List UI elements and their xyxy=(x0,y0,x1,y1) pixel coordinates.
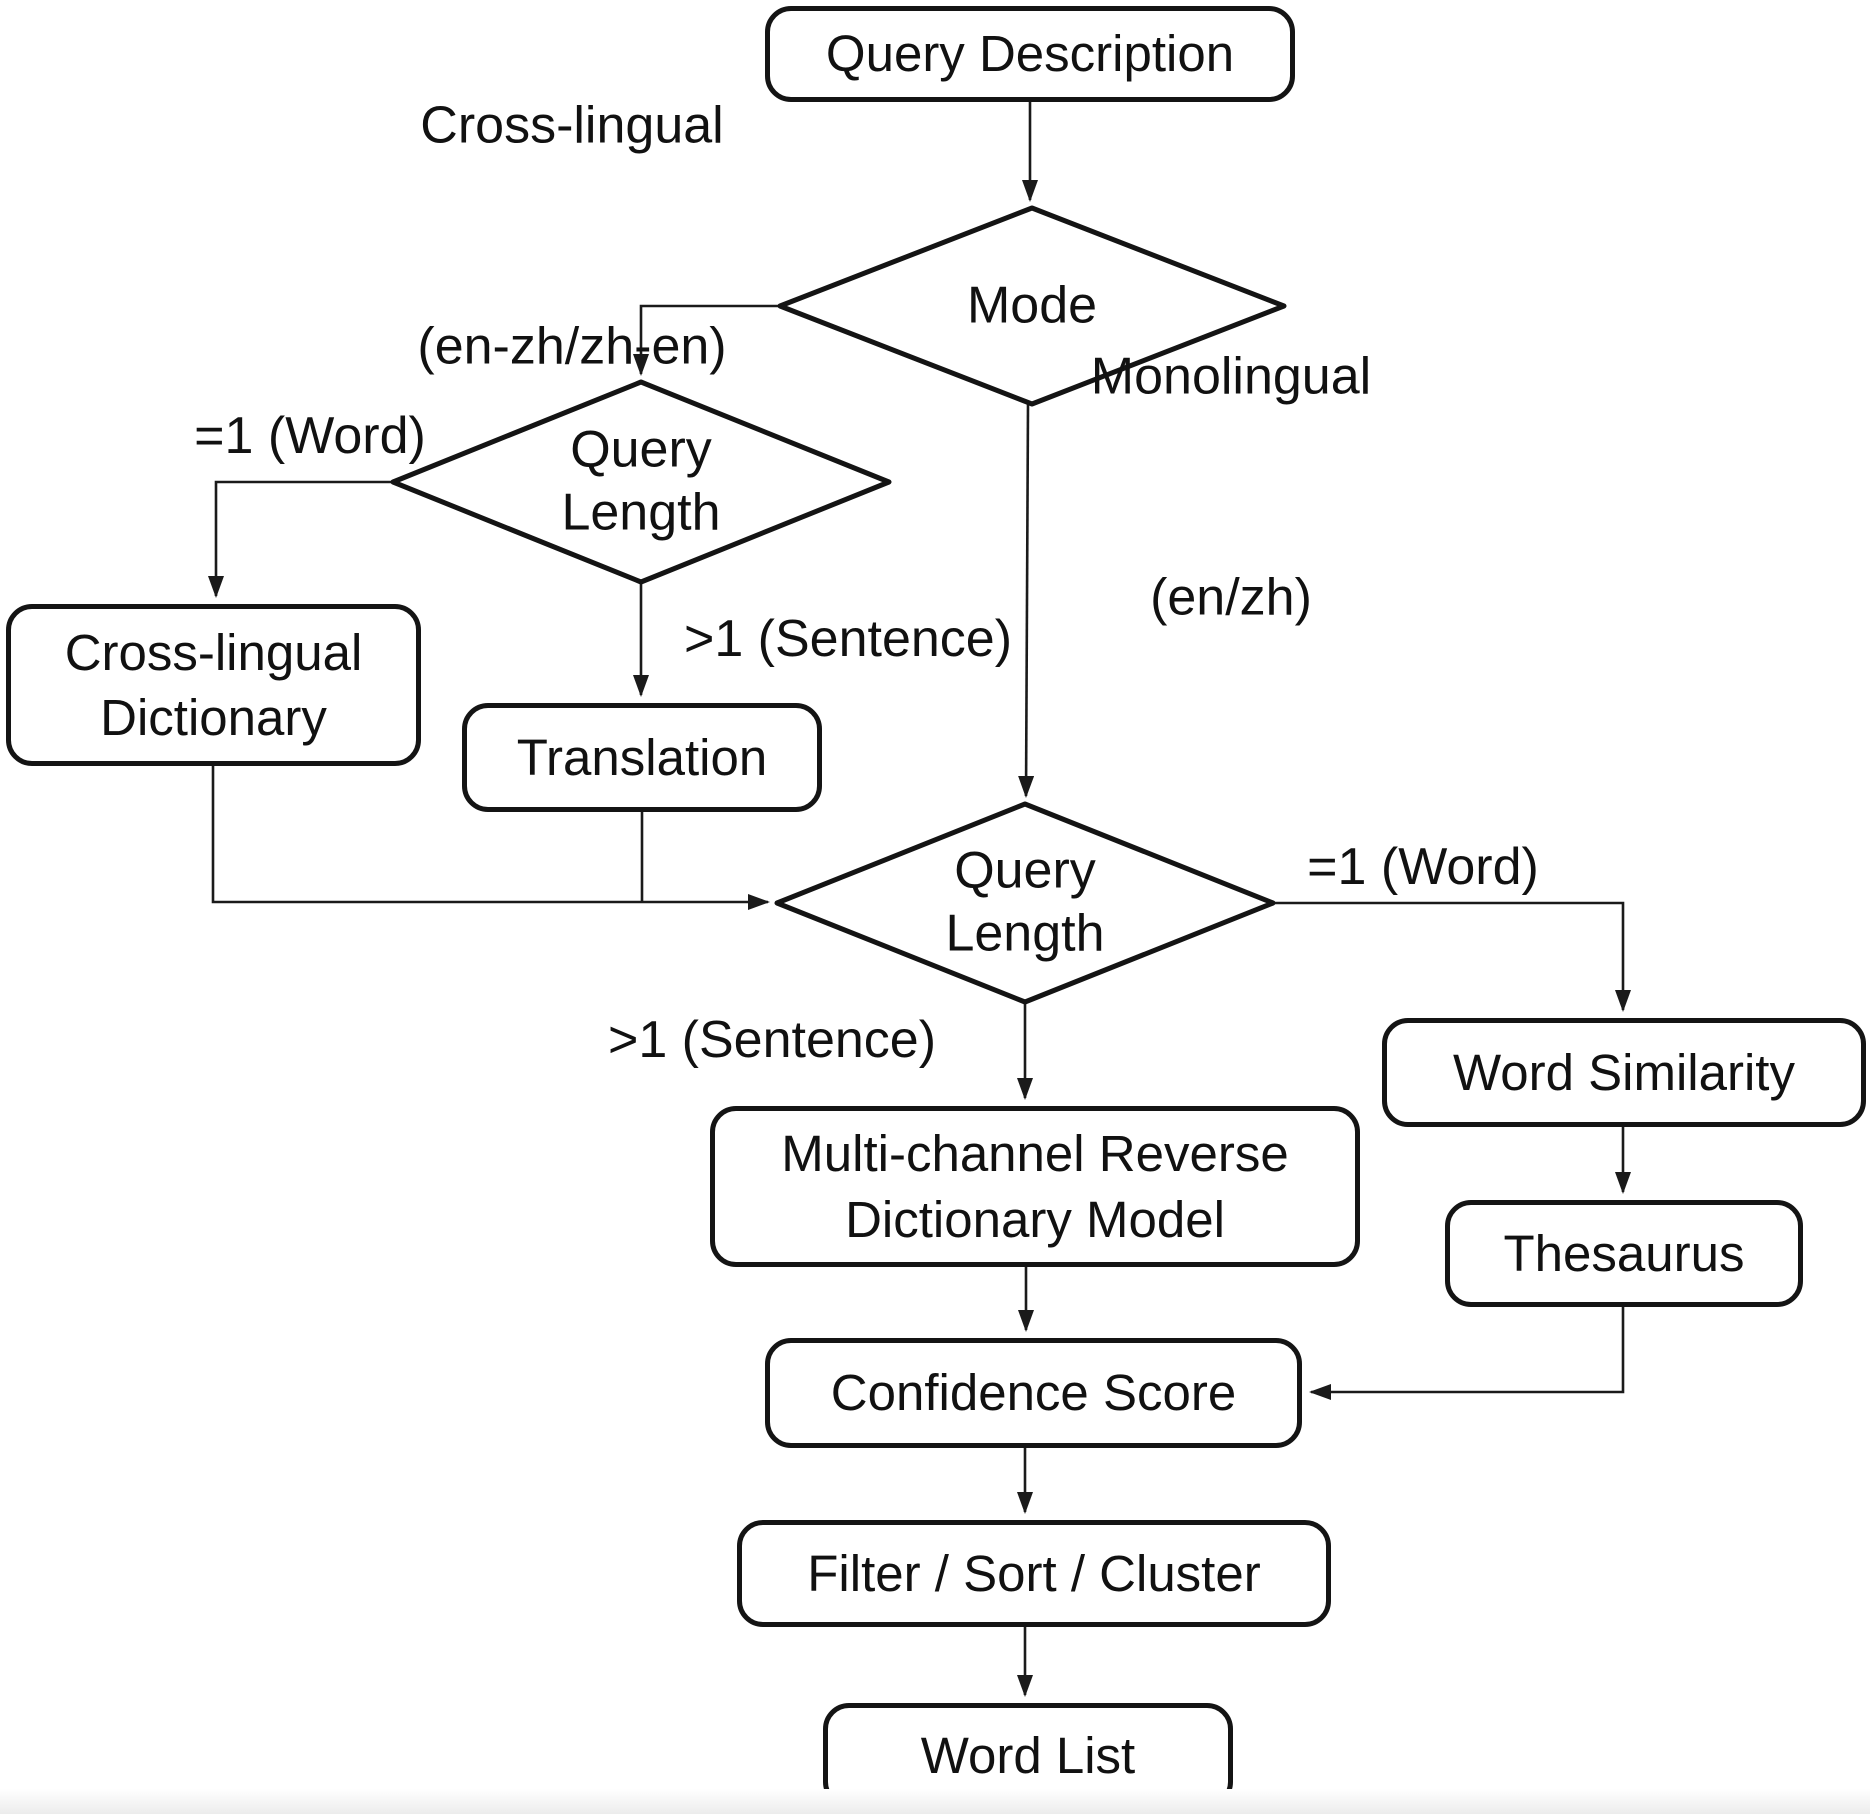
node-translation: Translation xyxy=(462,703,822,812)
edge-ql1-to-crossdict xyxy=(208,480,393,598)
edge-label-cross-lingual-line2: (en-zh/zh-en) xyxy=(417,317,727,376)
node-thesaurus: Thesaurus xyxy=(1445,1200,1803,1307)
page-bottom-edge xyxy=(0,1789,1870,1814)
edge-mode-to-ql1 xyxy=(633,304,780,376)
edge-label-ql2-sentence: >1 (Sentence) xyxy=(607,1011,937,1070)
edge-label-ql1-sentence: >1 (Sentence) xyxy=(683,610,1013,669)
edge-thesaurus-to-confidence xyxy=(1309,1307,1625,1400)
edge-label-monolingual: Monolingual (en/zh) xyxy=(1091,193,1371,784)
edge-label-ql2-word: =1 (Word) xyxy=(1307,838,1539,897)
node-query-description: Query Description xyxy=(765,6,1295,102)
edge-ql2-to-wordsim xyxy=(1273,901,1631,1012)
query-length-2-diamond-label: Query Length xyxy=(945,841,1105,963)
edge-label-monolingual-line1: Monolingual xyxy=(1090,347,1372,406)
node-cross-lingual-dictionary: Cross-lingual Dictionary xyxy=(6,604,421,766)
edge-mode-to-ql2 xyxy=(1018,403,1035,798)
edge-label-ql1-word: =1 (Word) xyxy=(194,407,426,466)
node-multi-channel-model: Multi-channel Reverse Dictionary Model xyxy=(710,1106,1360,1267)
edge-label-monolingual-line2: (en/zh) xyxy=(1150,568,1312,627)
mode-diamond-label: Mode xyxy=(966,276,1098,335)
node-confidence-score: Confidence Score xyxy=(765,1338,1302,1448)
mode-diamond-shape xyxy=(777,205,1287,407)
node-word-similarity: Word Similarity xyxy=(1382,1018,1866,1127)
query-length-1-diamond-label: Query Length xyxy=(561,420,721,542)
edge-crossdict-merge xyxy=(211,766,770,910)
query-length-1-diamond-shape xyxy=(390,379,892,585)
query-length-2-diamond-shape xyxy=(774,801,1276,1005)
edge-label-cross-lingual: Cross-lingual (en-zh/zh-en) xyxy=(417,0,726,532)
node-filter-sort-cluster: Filter / Sort / Cluster xyxy=(737,1520,1331,1627)
edge-label-cross-lingual-line1: Cross-lingual xyxy=(420,96,724,155)
